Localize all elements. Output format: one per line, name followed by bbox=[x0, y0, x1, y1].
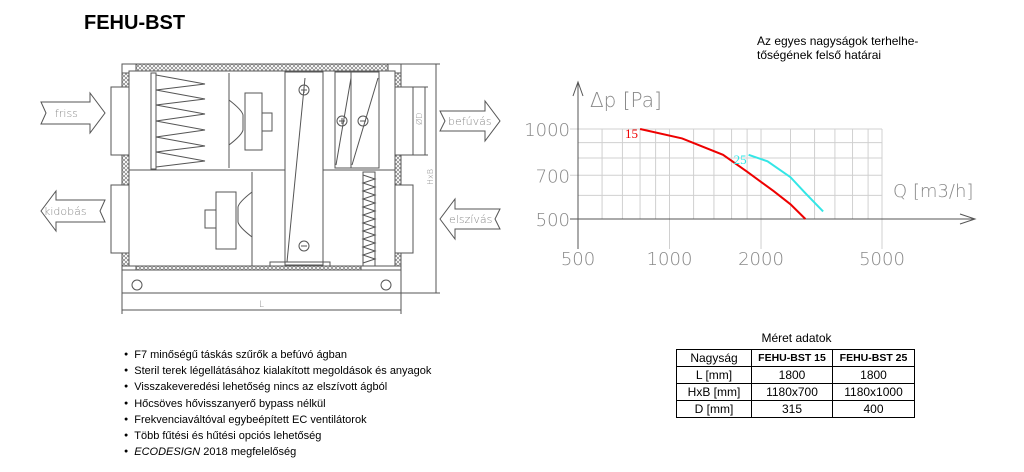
dim-l: L bbox=[259, 300, 264, 310]
chart-grid bbox=[570, 128, 883, 249]
feature-item: Frekvenciaváltóval egybeépített EC venti… bbox=[124, 413, 431, 429]
page-title: FEHU-BST bbox=[84, 12, 186, 34]
series-15-line bbox=[639, 128, 807, 220]
series-25-label: 25 bbox=[734, 152, 747, 167]
size-table: Nagyság FEHU-BST 15 FEHU-BST 25 L [mm]18… bbox=[676, 349, 915, 418]
x-tick-label: 2000 bbox=[738, 249, 784, 270]
feature-item: Visszakeveredési lehetőség nincs az elsz… bbox=[124, 380, 431, 396]
feature-item: F7 minőségű táskás szűrők a befúvó ágban bbox=[124, 348, 431, 364]
feature-item: Több fűtési és hűtési opciós lehetőség bbox=[124, 429, 431, 445]
x-axis bbox=[570, 213, 977, 225]
coil bbox=[334, 71, 380, 169]
arrow-elszivas bbox=[439, 197, 501, 241]
label-elszivas: elszívás bbox=[449, 213, 492, 226]
cell: 1180x700 bbox=[751, 383, 833, 401]
chart-note: Az egyes nagyságok terhelhe-tőségének fe… bbox=[757, 34, 918, 62]
base-frame bbox=[121, 269, 402, 294]
note-line: tőségének felső határai bbox=[757, 48, 882, 62]
feature-list: F7 minőségű táskás szűrők a befúvó ágban… bbox=[124, 348, 431, 461]
arrow-befuvas bbox=[439, 99, 501, 143]
arrow-friss bbox=[40, 91, 106, 135]
cell: HxB [mm] bbox=[676, 383, 752, 401]
x-tick-label: 5000 bbox=[859, 249, 905, 270]
header-cell: FEHU-BST 25 bbox=[832, 349, 915, 367]
ecodesign-label: ECODESIGN bbox=[134, 446, 201, 459]
y-tick-label: 1000 bbox=[524, 120, 570, 141]
heat-pipe-exchanger bbox=[284, 71, 324, 266]
arrow-kidobas bbox=[40, 189, 106, 233]
feature-item: Hőcsöves hővisszanyerő bypass nélkül bbox=[124, 397, 431, 413]
cell: L [mm] bbox=[676, 366, 752, 384]
cell: 400 bbox=[832, 400, 915, 418]
feature-item: ECODESIGN 2018 megfelelőség bbox=[124, 445, 431, 461]
cell: 1800 bbox=[751, 366, 833, 384]
note-line: Az egyes nagyságok terhelhe- bbox=[757, 34, 919, 48]
y-tick-label: 500 bbox=[536, 210, 570, 231]
y-axis bbox=[572, 80, 584, 249]
cell: D [mm] bbox=[676, 400, 752, 418]
fan-bottom bbox=[237, 191, 253, 238]
series-15-label: 15 bbox=[625, 126, 638, 141]
dim-hxb: HxB bbox=[426, 169, 435, 185]
cell: 1180x1000 bbox=[832, 383, 915, 401]
x-tick-label: 500 bbox=[561, 249, 595, 270]
y-axis-label: Δp [Pa] bbox=[590, 88, 662, 112]
feature-text: 2018 megfelelőség bbox=[200, 446, 297, 459]
table-header-row: Nagyság FEHU-BST 15 FEHU-BST 25 bbox=[676, 349, 915, 367]
table-caption: Méret adatok bbox=[761, 331, 832, 345]
dim-d: ØD bbox=[414, 113, 424, 125]
label-befuvas: befúvás bbox=[448, 115, 492, 128]
cell: 1800 bbox=[832, 366, 915, 384]
label-kidobas: kidobás bbox=[44, 205, 87, 218]
fan-top bbox=[228, 99, 244, 146]
x-axis-label: Q [m3/h] bbox=[893, 181, 973, 202]
header-cell: FEHU-BST 15 bbox=[751, 349, 833, 367]
feature-item: Steril terek légellátásához kialakított … bbox=[124, 364, 431, 380]
header-cell: Nagyság bbox=[676, 349, 752, 367]
y-tick-label: 700 bbox=[536, 166, 570, 187]
label-friss: friss bbox=[55, 107, 78, 120]
series-25-line bbox=[748, 153, 824, 213]
cell: 315 bbox=[751, 400, 833, 418]
x-tick-label: 1000 bbox=[647, 249, 693, 270]
